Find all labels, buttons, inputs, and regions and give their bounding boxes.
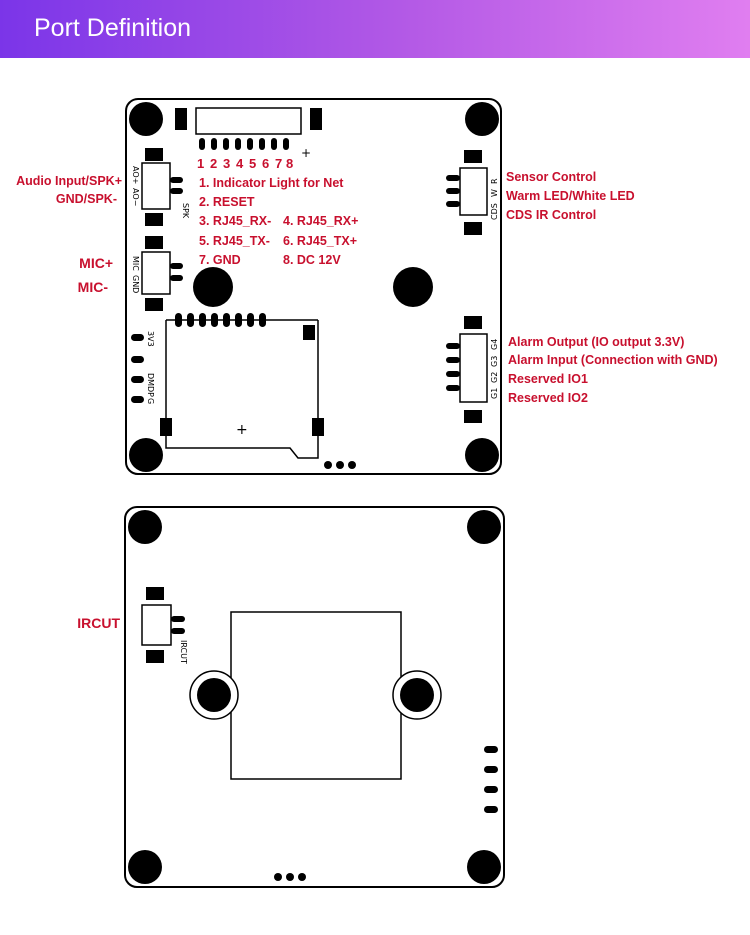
pad-dots	[274, 873, 306, 881]
lens-holder	[189, 611, 442, 780]
sd-card-slot: +	[160, 313, 324, 459]
mount-hole	[393, 267, 433, 307]
ircut-connector: IRCUT	[141, 587, 188, 664]
usb-pads: 3V3 DM DP G	[131, 331, 155, 404]
label-sensor-control: Sensor Control	[506, 170, 596, 184]
connector-tab	[310, 108, 322, 130]
pin-def-4: 4. RJ45_RX+	[283, 214, 358, 228]
silk-spk: SPK	[181, 203, 190, 219]
pin-def-5: 5. RJ45_TX-	[199, 234, 270, 248]
speaker-connector: AO+ AO− SPK	[131, 148, 190, 226]
mount-hole	[465, 438, 499, 472]
silk-g: G	[146, 398, 155, 404]
pin-number: 7	[275, 156, 282, 171]
label-alarm-output: Alarm Output (IO output 3.3V)	[508, 335, 684, 349]
silk-g1: G1	[490, 388, 499, 399]
label-reserved-io1: Reserved IO1	[508, 372, 588, 386]
label-alarm-input: Alarm Input (Connection with GND)	[508, 353, 718, 367]
pin-def-3: 3. RJ45_RX-	[199, 214, 271, 228]
silk-cds: CDS	[490, 203, 499, 220]
top-board-outline	[125, 98, 502, 475]
label-mic-minus: MIC-	[78, 279, 109, 295]
mount-hole	[128, 510, 162, 544]
sd-plus-mark: +	[236, 422, 248, 438]
mount-hole	[129, 102, 163, 136]
pin-def-2: 2. RESET	[199, 195, 255, 209]
mount-hole	[193, 267, 233, 307]
pin-def-6: 6. RJ45_TX+	[283, 234, 357, 248]
page-title: Port Definition	[34, 14, 192, 42]
silk-ircut: IRCUT	[179, 640, 188, 664]
mount-hole	[128, 850, 162, 884]
sensor-connector: CDS W R	[446, 150, 499, 235]
silk-g2: G2	[490, 372, 499, 383]
pin-number: 1	[197, 156, 204, 171]
silk-ao-minus: AO−	[131, 188, 140, 206]
mount-hole	[465, 102, 499, 136]
top-board: + 1 2 3 4 5 6 7 8 1. Indicator Light for…	[16, 98, 718, 475]
label-cds-ir: CDS IR Control	[506, 208, 596, 222]
label-ircut: IRCUT	[77, 615, 120, 631]
plus-mark: +	[301, 146, 311, 160]
mic-connector: MIC GND	[131, 236, 183, 311]
pin-def-7: 7. GND	[199, 253, 241, 267]
silk-3v3: 3V3	[146, 331, 155, 347]
side-pads	[484, 746, 498, 813]
silk-dm: DM	[146, 373, 155, 386]
pin-number: 6	[262, 156, 269, 171]
label-audio-input: Audio Input/SPK+	[16, 174, 122, 188]
pin-number: 8	[286, 156, 293, 171]
pin-def-8: 8. DC 12V	[283, 253, 341, 267]
pin-number: 4	[236, 156, 244, 171]
mount-hole	[129, 438, 163, 472]
silk-mic: MIC	[131, 256, 140, 271]
alarm-connector: G1 G2 G3 G4	[446, 316, 499, 423]
bottom-board: IRCUT IRCUT	[77, 506, 505, 888]
label-warm-led: Warm LED/White LED	[506, 189, 635, 203]
silk-r: R	[490, 178, 499, 184]
label-mic-plus: MIC+	[79, 255, 113, 271]
silk-g3: G3	[490, 356, 499, 367]
pin-numbers: 1 2 3 4 5 6 7 8	[197, 156, 293, 171]
net-connector-pins	[199, 138, 289, 150]
mount-hole	[467, 850, 501, 884]
label-gnd-spk: GND/SPK-	[56, 192, 117, 206]
silk-ao-plus: AO+	[131, 166, 140, 184]
silk-g4: G4	[490, 339, 499, 350]
pin-number: 2	[210, 156, 217, 171]
pin-number: 5	[249, 156, 256, 171]
net-connector	[195, 107, 302, 135]
header-banner: Port Definition	[0, 0, 750, 58]
pin-def-1: 1. Indicator Light for Net	[199, 176, 344, 190]
silk-dp: DP	[146, 386, 155, 397]
mount-hole	[467, 510, 501, 544]
pad-dots	[324, 461, 356, 469]
connector-tab	[175, 108, 187, 130]
silk-w: W	[490, 189, 499, 197]
label-reserved-io2: Reserved IO2	[508, 391, 588, 405]
pin-number: 3	[223, 156, 230, 171]
silk-gnd: GND	[131, 275, 140, 293]
